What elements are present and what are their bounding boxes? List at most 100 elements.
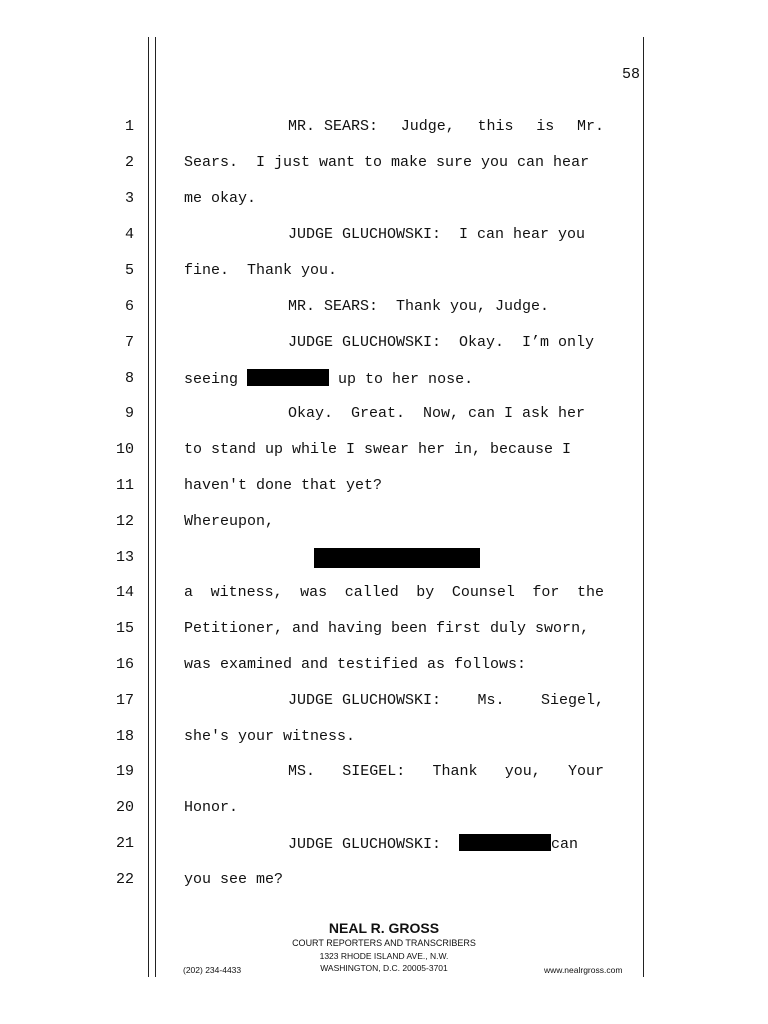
right-margin-rule [643,37,644,977]
line-number: 16 [115,656,134,673]
line-text: JUDGE GLUCHOWSKI: Okay. I’m only [288,334,595,351]
line-word: a [184,584,194,601]
line-text: a witness, was called by Counsel for the [184,583,604,603]
line-word: MR. SEARS: [288,118,379,135]
line-text: JUDGE GLUCHOWSKI: I can hear you [288,226,586,243]
line-word: was [300,584,328,601]
line-word: Thank [432,763,478,780]
line-word: Siegel, [540,692,604,709]
line-text: Okay. Great. Now, can I ask her [288,405,586,422]
transcript-line: 15 Petitioner, and having been first dul… [0,619,768,647]
line-word: MS. [288,763,316,780]
line-number: 8 [124,370,134,387]
line-number: 12 [115,513,134,530]
line-number: 19 [115,763,134,780]
line-word: this [477,118,514,135]
line-number: 9 [124,405,134,422]
left-margin-rule-outer [148,37,149,977]
line-text: Petitioner, and having been first duly s… [184,620,590,637]
line-text: she's your witness. [184,728,356,745]
line-number: 15 [115,620,134,637]
page-number: 58 [621,66,640,83]
transcript-line: 16 was examined and testified as follows… [0,655,768,683]
line-word: Mr. [576,118,604,135]
line-segment: seeing [184,371,239,388]
line-number: 17 [115,692,134,709]
line-number: 10 [115,441,134,458]
transcript-line: 18 she's your witness. [0,727,768,755]
transcript-line: 6 MR. SEARS: Thank you, Judge. [0,297,768,325]
transcript-line: 3 me okay. [0,189,768,217]
line-word: SIEGEL: [342,763,406,780]
line-word: witness, [210,584,283,601]
footer-company-name: NEAL R. GROSS [328,920,440,936]
transcript-line: 22 you see me? [0,870,768,898]
footer-address: 1323 RHODE ISLAND AVE., N.W. [319,951,449,961]
transcript-line: 20 Honor. [0,798,768,826]
transcript-line: 11 haven't done that yet? [0,476,768,504]
line-text: me okay. [184,190,257,207]
footer-website: www.nealrgross.com [544,965,623,975]
line-word: JUDGE GLUCHOWSKI: [288,692,442,709]
line-number: 14 [115,584,134,601]
transcript-line: 4 JUDGE GLUCHOWSKI: I can hear you [0,225,768,253]
line-text: MR. SEARS: Thank you, Judge. [288,298,550,315]
line-word: the [576,584,604,601]
line-text: Sears. I just want to make sure you can … [184,154,590,171]
line-text: fine. Thank you. [184,262,338,279]
transcript-line: 17 JUDGE GLUCHOWSKI: Ms. Siegel, [0,691,768,719]
left-margin-rule-inner [155,37,156,977]
line-number: 21 [115,835,134,852]
line-segment: JUDGE GLUCHOWSKI: [288,836,442,853]
transcript-line: 1 MR. SEARS: Judge, this is Mr. [0,117,768,145]
line-text: seeing up to her nose. [184,369,604,390]
line-number: 5 [124,262,134,279]
line-number: 4 [124,226,134,243]
line-number: 1 [124,118,134,135]
line-number: 6 [124,298,134,315]
redaction-block [459,834,552,851]
line-segment: up to her nose. [338,371,474,388]
transcript-line: 2 Sears. I just want to make sure you ca… [0,153,768,181]
line-word: Your [567,763,604,780]
line-segment: can [551,836,579,853]
footer-subtitle: COURT REPORTERS AND TRANSCRIBERS [292,938,476,948]
transcript-line: 12 Whereupon, [0,512,768,540]
redaction-block [247,369,330,386]
transcript-line: 7 JUDGE GLUCHOWSKI: Okay. I’m only [0,333,768,361]
line-text: MR. SEARS: Judge, this is Mr. [288,117,604,137]
line-word: Judge, [400,118,455,135]
transcript-line: 13 [0,548,768,576]
transcript-line: 9 Okay. Great. Now, can I ask her [0,404,768,432]
line-number: 18 [115,728,134,745]
transcript-line: 14 a witness, was called by Counsel for … [0,583,768,611]
line-number: 7 [124,334,134,351]
transcript-line: 10 to stand up while I swear her in, bec… [0,440,768,468]
line-word: for [532,584,560,601]
line-text: MS. SIEGEL: Thank you, Your [288,762,604,782]
line-word: by [416,584,435,601]
line-word: you, [504,763,541,780]
footer-city: WASHINGTON, D.C. 20005-3701 [320,963,448,973]
line-number: 3 [124,190,134,207]
redaction-block [314,548,480,568]
transcript-line: 19 MS. SIEGEL: Thank you, Your [0,762,768,790]
line-text [314,548,734,572]
transcript-line: 8 seeing up to her nose. [0,369,768,397]
line-word: called [344,584,399,601]
line-word: Counsel [451,584,515,601]
line-text: Honor. [184,799,239,816]
line-text: was examined and testified as follows: [184,656,527,673]
line-text: Whereupon, [184,513,275,530]
line-text: JUDGE GLUCHOWSKI: Ms. Siegel, [288,691,604,711]
line-number: 20 [115,799,134,816]
line-text: JUDGE GLUCHOWSKI: can [288,834,604,855]
line-text: haven't done that yet? [184,477,383,494]
line-text: you see me? [184,871,284,888]
line-word: Ms. [477,692,505,709]
line-text: to stand up while I swear her in, becaus… [184,441,572,458]
transcript-line: 21 JUDGE GLUCHOWSKI: can [0,834,768,862]
transcript-line: 5 fine. Thank you. [0,261,768,289]
line-number: 22 [115,871,134,888]
